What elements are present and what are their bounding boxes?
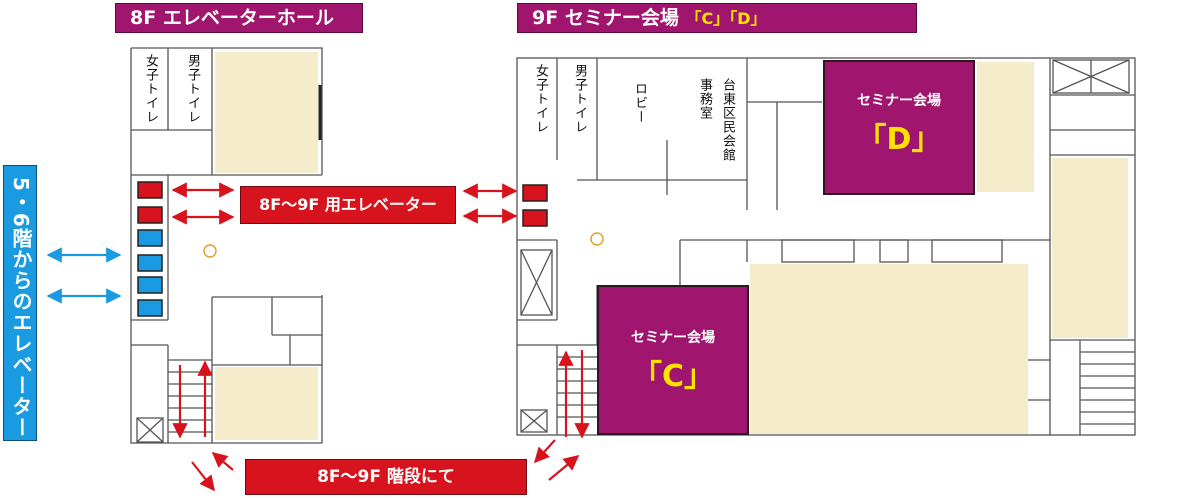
floor9-lobby: ロビー	[632, 82, 647, 124]
floor9-area-right	[1052, 158, 1128, 338]
seminar-room-c: セミナー会場 「C」	[597, 285, 749, 435]
elevator-8-9-label: 8F〜9F 用エレベーター	[240, 186, 456, 224]
elevator-8f-blue-4	[137, 299, 163, 317]
elevator-8f-blue-2	[137, 254, 163, 272]
elevator-8f-blue-1	[137, 229, 163, 247]
floor8-title: エレベーターホール	[162, 7, 334, 29]
elevator-8f-blue-3	[137, 276, 163, 294]
side-elevator-arrows	[46, 247, 122, 304]
elevator-9f-red-1	[522, 184, 548, 202]
elevator-9f-red-2	[522, 209, 548, 227]
floor8-marker	[203, 244, 217, 258]
floor9-title: セミナー会場	[564, 7, 679, 29]
stairs-arrows	[172, 350, 590, 492]
floor9-area-top-right	[977, 62, 1034, 192]
floor8-womens-toilet: 女子トイレ	[143, 54, 158, 124]
floor9-plan	[516, 57, 1136, 436]
floor9-taito-hall: 台東区民会館	[720, 78, 735, 162]
floor9-womens-toilet: 女子トイレ	[533, 64, 548, 134]
floor9-label: 9F	[532, 7, 559, 29]
seminar-d-letter: 「D」	[856, 122, 942, 157]
elevator-8f-red-1	[137, 181, 163, 199]
seminar-d-title: セミナー会場	[857, 93, 941, 109]
seminar-c-letter: 「C」	[631, 359, 715, 394]
stairs-8-9-label: 8F〜9F 階段にて	[245, 459, 527, 495]
floor9-header: 9F セミナー会場 「C」「D」	[517, 3, 917, 33]
floor8-header: 8F エレベーターホール	[115, 3, 363, 33]
floor8-area-upper	[215, 52, 318, 173]
floor9-office: 事務室	[697, 78, 712, 120]
elevator-arrows	[171, 182, 518, 225]
floor8-area-lower	[215, 367, 318, 440]
floor8-mens-toilet: 男子トイレ	[185, 54, 200, 124]
seminar-c-title: セミナー会場	[631, 330, 715, 346]
seminar-room-d: セミナー会場 「D」	[823, 60, 975, 195]
floor9-mens-toilet: 男子トイレ	[572, 64, 587, 134]
floor9-rooms-label: 「C」「D」	[685, 9, 767, 28]
elevator-8f-red-2	[137, 206, 163, 224]
floor9-marker	[590, 232, 604, 246]
side-elevator-label: 5・6階からのエレベーター	[3, 165, 37, 441]
floor9-area-center	[750, 264, 1028, 434]
floor8-label: 8F	[130, 7, 157, 29]
